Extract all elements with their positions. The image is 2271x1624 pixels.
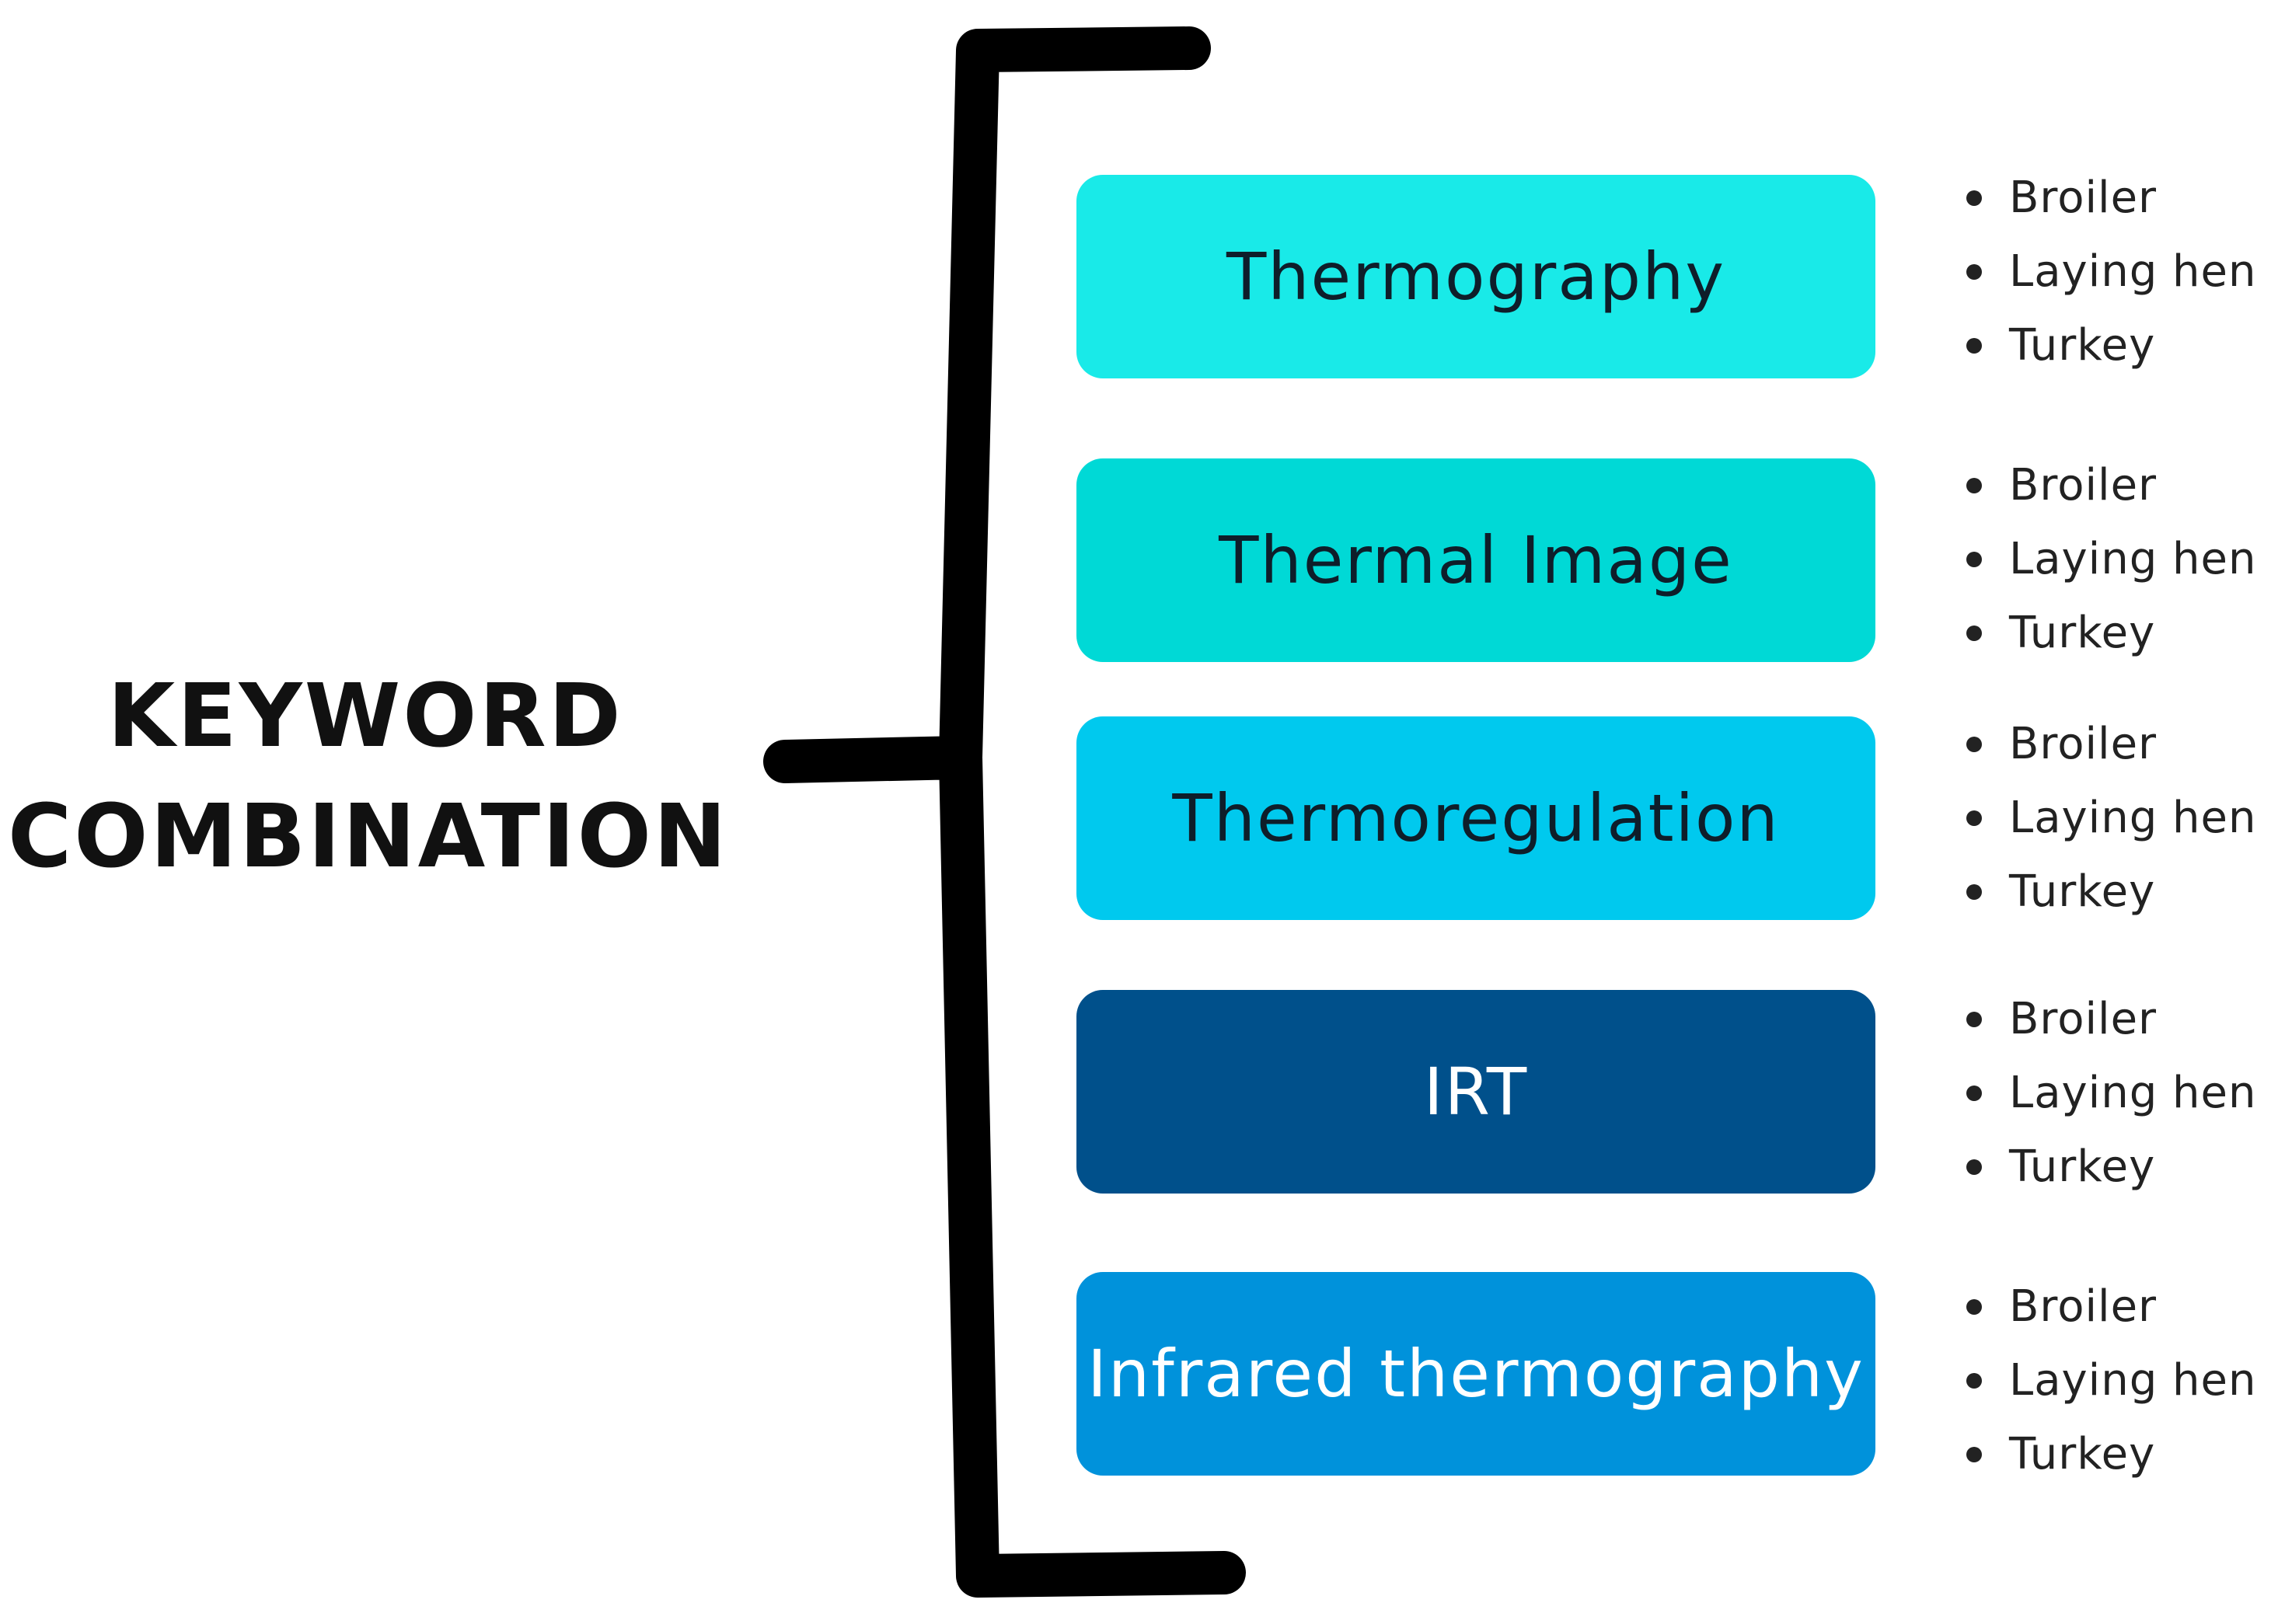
list-item-label: Laying hen (2009, 793, 2257, 843)
keyword-label: Infrared thermography (1087, 1336, 1865, 1412)
bullet-icon (1966, 478, 1982, 493)
list-item: Laying hen (1962, 235, 2257, 308)
list-item-label: Laying hen (2009, 534, 2257, 584)
list-item-label: Broiler (2009, 460, 2158, 511)
list-item: Broiler (1962, 448, 2257, 522)
bullet-icon (1966, 810, 1982, 826)
list-item-label: Laying hen (2009, 1068, 2257, 1118)
species-list-irt: Broiler Laying hen Turkey (1962, 982, 2257, 1204)
list-item-label: Broiler (2009, 173, 2158, 223)
bullet-icon (1966, 626, 1982, 641)
bullet-icon (1966, 1373, 1982, 1389)
bracket-shape (763, 26, 1246, 1598)
bullet-icon (1966, 737, 1982, 752)
keyword-label: Thermal Image (1219, 522, 1733, 598)
title-line-2: COMBINATION (8, 786, 729, 887)
bullet-icon (1966, 884, 1982, 900)
list-item-label: Broiler (2009, 1281, 2158, 1332)
list-item-label: Turkey (2009, 1429, 2156, 1479)
bullet-icon (1966, 264, 1982, 280)
list-item: Turkey (1962, 855, 2257, 929)
list-item: Laying hen (1962, 781, 2257, 855)
list-item: Broiler (1962, 1270, 2257, 1343)
keyword-box-irt: IRT (1076, 990, 1875, 1194)
bullet-icon (1966, 1447, 1982, 1462)
keyword-box-thermoregulation: Thermoregulation (1076, 716, 1875, 920)
list-item-label: Laying hen (2009, 1355, 2257, 1406)
keyword-box-thermography: Thermography (1076, 175, 1875, 378)
keyword-label: Thermoregulation (1172, 780, 1780, 856)
species-list-thermal-image: Broiler Laying hen Turkey (1962, 448, 2257, 670)
keyword-box-thermal-image: Thermal Image (1076, 458, 1875, 662)
list-item: Turkey (1962, 1417, 2257, 1491)
list-item-label: Broiler (2009, 994, 2158, 1044)
list-item-label: Turkey (2009, 1141, 2156, 1192)
species-list-infrared-thermography: Broiler Laying hen Turkey (1962, 1270, 2257, 1491)
list-item: Turkey (1962, 596, 2257, 670)
diagram-title: KEYWORD COMBINATION (8, 657, 729, 897)
list-item-label: Laying hen (2009, 246, 2257, 297)
keyword-box-infrared-thermography: Infrared thermography (1076, 1272, 1875, 1476)
list-item-label: Turkey (2009, 320, 2156, 371)
list-item-label: Broiler (2009, 719, 2158, 769)
list-item: Turkey (1962, 1130, 2257, 1204)
bullet-icon (1966, 552, 1982, 567)
title-line-1: KEYWORD (107, 666, 623, 767)
list-item: Broiler (1962, 707, 2257, 781)
list-item: Turkey (1962, 308, 2257, 382)
keyword-label: IRT (1423, 1054, 1529, 1130)
bullet-icon (1966, 338, 1982, 354)
list-item: Broiler (1962, 982, 2257, 1056)
list-item-label: Turkey (2009, 866, 2156, 917)
bullet-icon (1966, 1299, 1982, 1315)
bullet-icon (1966, 1086, 1982, 1101)
keyword-label: Thermography (1226, 239, 1726, 315)
species-list-thermoregulation: Broiler Laying hen Turkey (1962, 707, 2257, 929)
bullet-icon (1966, 1159, 1982, 1175)
list-item: Laying hen (1962, 522, 2257, 596)
species-list-thermography: Broiler Laying hen Turkey (1962, 161, 2257, 382)
bullet-icon (1966, 190, 1982, 206)
list-item: Laying hen (1962, 1343, 2257, 1417)
list-item: Broiler (1962, 161, 2257, 235)
list-item-label: Turkey (2009, 608, 2156, 658)
list-item: Laying hen (1962, 1056, 2257, 1130)
bullet-icon (1966, 1012, 1982, 1027)
